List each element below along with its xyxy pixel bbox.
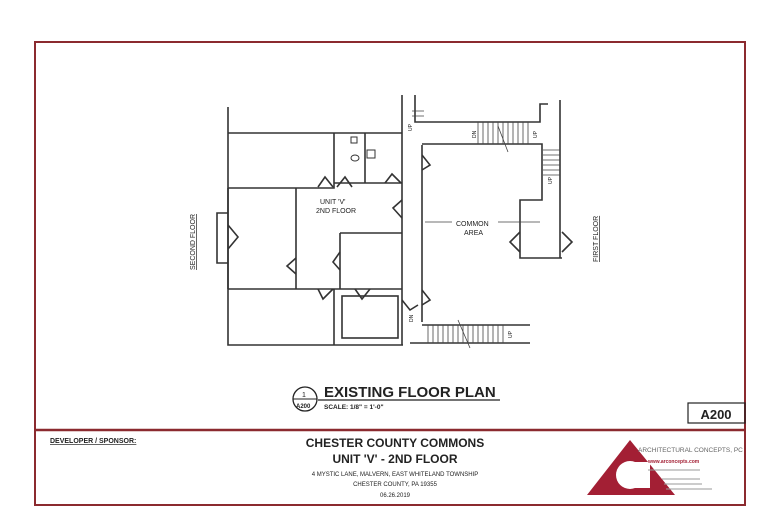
drawing-scale: SCALE: 1/8" = 1'-0" bbox=[324, 404, 384, 411]
stair-dn-label: DN bbox=[472, 130, 478, 138]
common-area-label: COMMON bbox=[456, 221, 489, 228]
firm-logo bbox=[587, 440, 675, 495]
developer-label: DEVELOPER / SPONSOR: bbox=[50, 438, 136, 445]
stair-dn-label-2: DN bbox=[409, 314, 415, 322]
stair-up-label-3: UP bbox=[548, 176, 554, 184]
sheet-number: A200 bbox=[700, 407, 731, 422]
floor-plan bbox=[216, 95, 574, 349]
sheet-border bbox=[34, 41, 746, 506]
firm-contact-details bbox=[648, 469, 712, 490]
project-name: CHESTER COUNTY COMMONS bbox=[306, 436, 484, 450]
address-line-2: CHESTER COUNTY, PA 19355 bbox=[353, 482, 437, 488]
detail-bubble: 1 A200 bbox=[292, 386, 318, 412]
firm-website: www.arconcepts.com bbox=[647, 459, 700, 465]
second-floor-label: SECOND FLOOR bbox=[190, 214, 197, 270]
drawing-title: EXISTING FLOOR PLAN bbox=[324, 384, 496, 401]
stair-up-label: UP bbox=[408, 123, 414, 131]
first-floor-label: FIRST FLOOR bbox=[593, 216, 600, 262]
project-subtitle: UNIT 'V' - 2ND FLOOR bbox=[332, 452, 457, 466]
unit-label: UNIT 'V' bbox=[320, 199, 346, 206]
address-line-1: 4 MYSTIC LANE, MALVERN, EAST WHITELAND T… bbox=[312, 472, 479, 478]
sheet-number-box bbox=[687, 402, 746, 424]
unit-floor-label: 2ND FLOOR bbox=[316, 208, 356, 215]
svg-text:A200: A200 bbox=[296, 404, 311, 410]
common-area-label-2: AREA bbox=[464, 230, 483, 237]
stair-up-label-2: UP bbox=[533, 130, 539, 138]
svg-text:1: 1 bbox=[302, 392, 306, 399]
stair-up-label-4: UP bbox=[508, 330, 514, 338]
firm-name: ARCHITECTURAL CONCEPTS, PC bbox=[638, 447, 743, 454]
drawing-date: 06.26.2019 bbox=[380, 493, 411, 499]
